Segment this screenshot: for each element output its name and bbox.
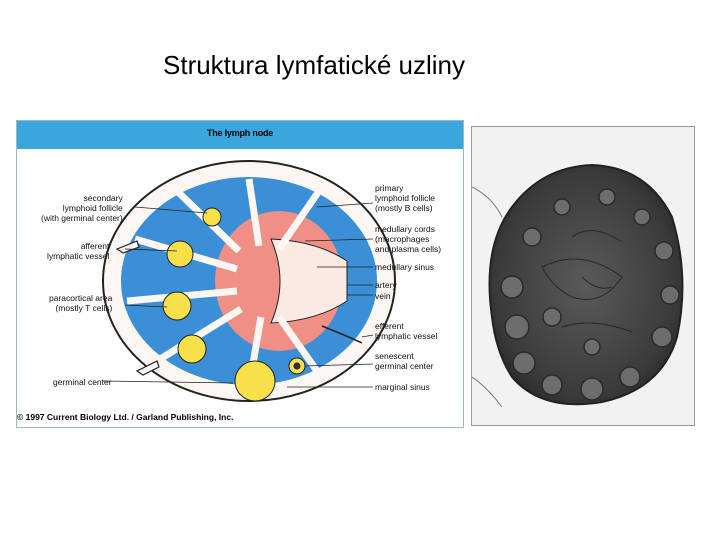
label-primary-follicle: primary lymphoid follicle (mostly B cell… xyxy=(375,183,435,213)
leader-lines xyxy=(102,202,374,388)
secondary-follicle-4 xyxy=(234,360,276,402)
label-medullary-cords: medullary cords (macrophages and plasma … xyxy=(375,224,442,254)
label-efferent-vessel: efferent lymphatic vessel xyxy=(375,321,438,341)
label-marginal-sinus: marginal sinus xyxy=(375,382,430,392)
label-medullary-sinus: medullary sinus xyxy=(375,262,435,272)
label-paracortical-area: paracortical area (mostly T cells) xyxy=(49,293,113,313)
label-vein: vein xyxy=(375,291,391,301)
copyright-text: © 1997 Current Biology Ltd. / Garland Pu… xyxy=(17,412,234,422)
afferent-vessels xyxy=(115,240,160,376)
hilum-sinus xyxy=(270,238,348,324)
diagram-title: The lymph node xyxy=(206,128,274,138)
label-artery: artery xyxy=(375,280,397,290)
lymph-node-illustration xyxy=(102,160,396,402)
diagram-header-bar: The lymph node xyxy=(17,121,463,149)
lymph-node-diagram: The lymph node xyxy=(16,120,464,428)
efferent-vessel xyxy=(321,325,363,344)
label-senescent-germinal-center: senescent germinal center xyxy=(375,351,434,371)
secondary-follicle-1 xyxy=(166,240,194,268)
primary-follicle-small xyxy=(202,207,222,227)
histology-micrograph xyxy=(471,126,695,426)
micrograph-image xyxy=(471,127,694,425)
label-secondary-follicle: secondary lymphoid follicle (with germin… xyxy=(41,193,123,223)
secondary-follicle-3 xyxy=(177,334,207,364)
label-germinal-center: germinal center xyxy=(53,377,112,387)
secondary-follicle-2 xyxy=(162,291,192,321)
slide-title: Struktura lymfatické uzliny xyxy=(163,50,465,80)
label-afferent-vessel: afferent lymphatic vessel xyxy=(47,241,110,261)
